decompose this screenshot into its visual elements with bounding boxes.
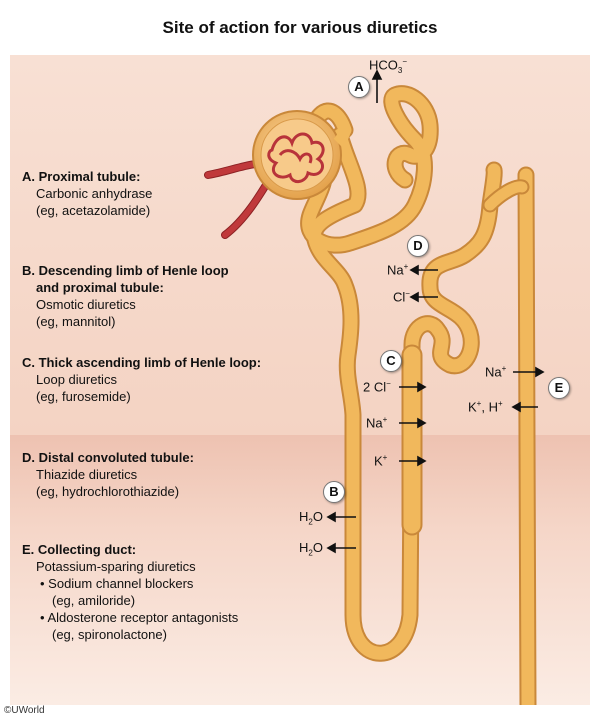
na-label-c: Na+ (366, 415, 388, 431)
legend-e-line: (eg, amiloride) (52, 593, 136, 608)
two-cl-label-c: 2 Cl− (363, 379, 391, 395)
k-label-c: K+ (374, 453, 388, 469)
legend-c-heading: C. Thick ascending limb of Henle loop: (22, 355, 262, 370)
h2o-label-1: H2O (299, 509, 323, 527)
legend-b-line: (eg, mannitol) (36, 314, 116, 329)
copyright: ©UWorld (4, 705, 45, 716)
legend-b-heading-cont: and proximal tubule: (36, 280, 164, 295)
nephron-illustration (204, 69, 545, 705)
legend-c-line: Loop diuretics (36, 372, 117, 387)
legend-b: B. Descending limb of Henle loop and pro… (22, 262, 229, 330)
legend-e-line: Potassium-sparing diuretics (36, 559, 196, 574)
hco3-label: HCO3− (369, 57, 408, 75)
legend-c: C. Thick ascending limb of Henle loop: L… (22, 354, 261, 405)
legend-e-line: (eg, spironolactone) (52, 627, 167, 642)
legend-a-heading: A. Proximal tubule: (22, 169, 141, 184)
legend-a-line: Carbonic anhydrase (36, 186, 153, 201)
badge-c: C (380, 350, 402, 372)
legend-b-heading: B. Descending limb of Henle loop (22, 263, 229, 278)
cl-label-d: Cl− (393, 289, 410, 305)
legend-e-heading: E. Collecting duct: (22, 542, 137, 557)
diagram-title: Site of action for various diuretics (162, 18, 438, 37)
legend-b-line: Osmotic diuretics (36, 297, 136, 312)
badge-e: E (548, 377, 570, 399)
badge-d: D (407, 235, 429, 257)
legend-d-line: Thiazide diuretics (36, 467, 138, 482)
legend-d: D. Distal convoluted tubule: Thiazide di… (22, 449, 194, 500)
legend-d-heading: D. Distal convoluted tubule: (22, 450, 194, 465)
badge-b: B (323, 481, 345, 503)
diagram-panel: A B C D E HCO3− Na+ Cl− 2 Cl− Na+ K+ Na+… (10, 55, 590, 705)
legend-a-line: (eg, acetazolamide) (36, 203, 151, 218)
na-label-d: Na+ (387, 262, 409, 278)
legend-e-bullet: • Aldosterone receptor antagonists (40, 610, 239, 625)
medulla-region (10, 435, 590, 705)
legend-e: E. Collecting duct: Potassium-sparing di… (22, 541, 238, 643)
legend-a: A. Proximal tubule: Carbonic anhydrase (… (22, 168, 152, 219)
legend-e-bullet: • Sodium channel blockers (40, 576, 194, 591)
legend-c-line: (eg, furosemide) (36, 389, 131, 404)
ion-arrows (326, 69, 545, 554)
na-label-e: Na+ (485, 364, 507, 380)
h2o-label-2: H2O (299, 540, 323, 558)
badge-a: A (348, 76, 370, 98)
k-h-label-e: K+, H+ (468, 399, 503, 415)
legend-d-line: (eg, hydrochlorothiazide) (36, 484, 180, 499)
